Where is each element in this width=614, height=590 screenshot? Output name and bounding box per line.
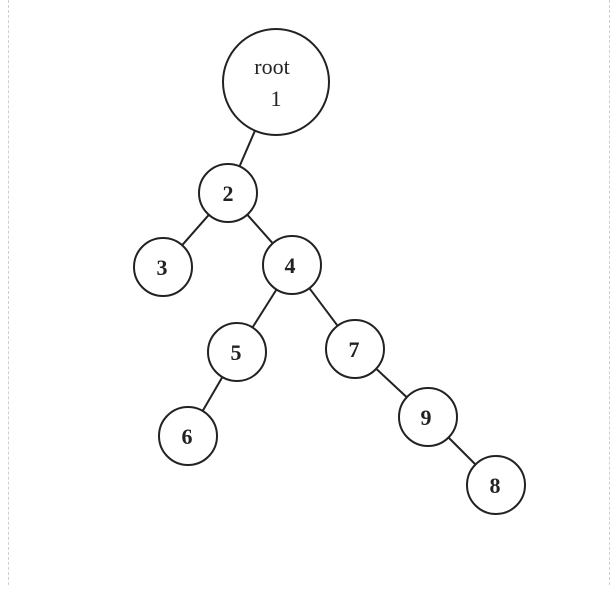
- edge-2-4: [246, 214, 274, 244]
- node-2-circle: [198, 163, 258, 223]
- node-9-label: 9: [421, 405, 432, 430]
- node-3-label: 3: [157, 255, 168, 280]
- node-3-circle: [133, 237, 193, 297]
- node-7-label: 7: [349, 337, 360, 362]
- tree-node-7: 7: [325, 319, 385, 379]
- tree-node-8: 8: [466, 455, 526, 515]
- edges-group: [181, 130, 477, 466]
- node-7-circle: [325, 319, 385, 379]
- node-9-circle: [398, 387, 458, 447]
- root-node-circle: [222, 28, 330, 136]
- node-6-circle: [158, 406, 218, 466]
- node-6-label: 6: [182, 424, 193, 449]
- edge-1-2: [238, 130, 256, 167]
- tree-node-5: 5: [207, 322, 267, 382]
- tree-node-2: 2: [198, 163, 258, 223]
- edge-4-5: [251, 288, 278, 329]
- tree-node-6: 6: [158, 406, 218, 466]
- left-scan-border: [8, 0, 9, 585]
- edge-5-6: [201, 376, 224, 412]
- node-4-circle: [262, 235, 322, 295]
- node-5-label: 5: [231, 340, 242, 365]
- tree-node-4: 4: [262, 235, 322, 295]
- tree-node-9: 9: [398, 387, 458, 447]
- node-8-label: 8: [490, 473, 501, 498]
- edge-2-3: [181, 214, 210, 246]
- node-8-circle: [466, 455, 526, 515]
- nodes-group: root 1 2 3 4 5 6: [133, 28, 526, 515]
- node-2-label: 2: [223, 181, 234, 206]
- edge-4-7: [308, 287, 339, 327]
- node-5-circle: [207, 322, 267, 382]
- tree-node-3: 3: [133, 237, 193, 297]
- root-word-label: root: [254, 54, 289, 79]
- root-number-label: 1: [271, 86, 282, 111]
- edge-7-9: [375, 368, 408, 398]
- right-scan-border: [609, 0, 610, 585]
- edge-9-8: [447, 436, 477, 466]
- tree-node-root: root 1: [222, 28, 330, 136]
- node-4-label: 4: [285, 253, 296, 278]
